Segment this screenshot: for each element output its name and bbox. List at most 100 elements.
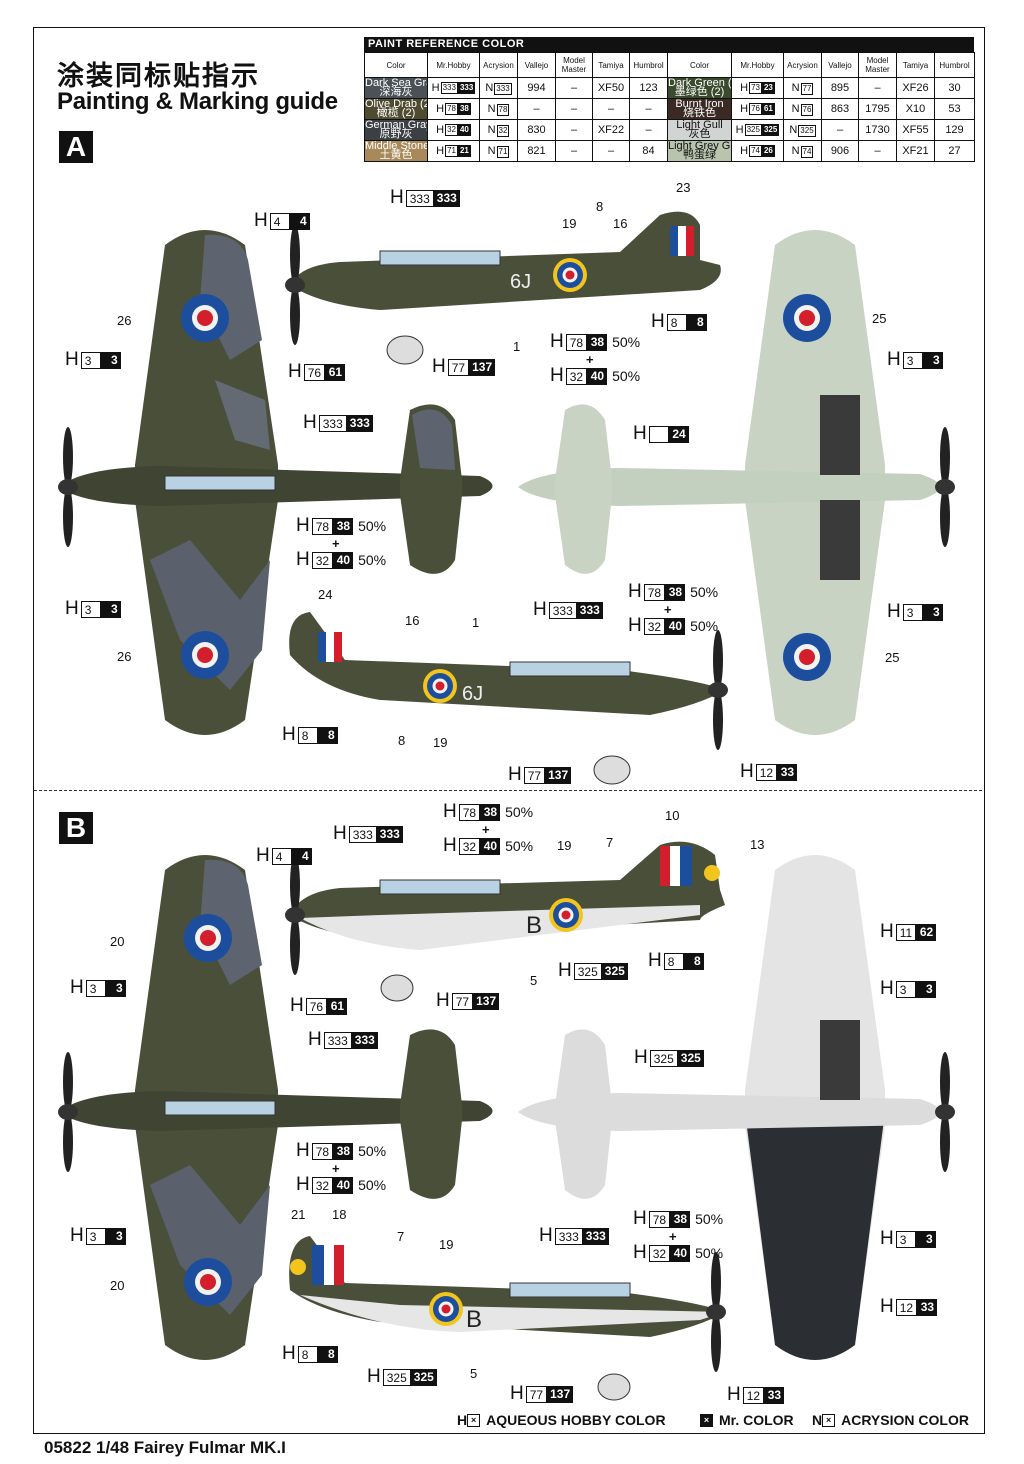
marking-19: 19 <box>557 838 572 853</box>
scheme-a-code-2: 6J <box>462 683 483 705</box>
scheme-b-code-1: B <box>526 912 542 939</box>
col-acrysion: Acrysion <box>783 52 822 78</box>
scheme-a-code-1: 6J <box>510 271 531 293</box>
marking-20: 20 <box>110 934 125 949</box>
col-vallejo: Vallejo <box>517 52 556 78</box>
mix-plus: + <box>482 822 490 837</box>
marking-5: 5 <box>470 1366 478 1381</box>
legend-aqueous: H× AQUEOUS HOBBY COLOR <box>457 1412 666 1428</box>
marking-1: 1 <box>513 339 521 354</box>
marking-8: 8 <box>596 199 604 214</box>
marking-16: 16 <box>405 613 420 628</box>
marking-20: 20 <box>110 1278 125 1293</box>
marking-7: 7 <box>606 835 614 850</box>
marking-25: 25 <box>872 311 887 326</box>
legend-mr-color: × Mr. COLOR <box>700 1412 794 1428</box>
mix-plus: + <box>669 1229 677 1244</box>
marking-5: 5 <box>530 973 538 988</box>
legend-acrysion: N× ACRYSION COLOR <box>812 1412 969 1428</box>
marking-16: 16 <box>613 216 628 231</box>
col-model-master: Model Master <box>555 52 593 78</box>
marking-26: 26 <box>117 313 132 328</box>
color-swatch: Light Grey Green鸭蛋绿 <box>667 140 732 162</box>
marking-19: 19 <box>433 735 448 750</box>
legend-n-prefix: N <box>812 1412 823 1428</box>
col-mrhobby: Mr.Hobby <box>427 52 480 78</box>
title-chinese: 涂装同标贴指示 <box>57 61 260 92</box>
scheme-a-side-view-1: 6J <box>285 211 721 365</box>
scheme-b-bottom-view <box>518 855 955 1360</box>
legend-aqueous-label: AQUEOUS HOBBY COLOR <box>486 1412 666 1428</box>
legend-h-prefix: H <box>457 1412 468 1428</box>
page-frame <box>33 27 985 1434</box>
marking-1: 1 <box>472 615 480 630</box>
paint-table-header-row: Color Mr.Hobby Acrysion Vallejo Model Ma… <box>364 52 975 78</box>
scheme-a-badge: A <box>59 131 93 163</box>
marking-25: 25 <box>885 650 900 665</box>
legend-box-icon: × <box>822 1413 836 1427</box>
marking-18: 18 <box>332 1207 347 1222</box>
marking-26: 26 <box>117 649 132 664</box>
scheme-separator <box>34 790 982 791</box>
title-english: Painting & Marking guide <box>57 88 338 115</box>
col-humbrol: Humbrol <box>934 52 975 78</box>
kit-footer: 05822 1/48 Fairey Fulmar MK.I <box>44 1438 286 1457</box>
mix-plus: + <box>332 536 340 551</box>
col-mrhobby: Mr.Hobby <box>731 52 784 78</box>
marking-7: 7 <box>397 1229 405 1244</box>
scheme-a-bottom-view <box>518 230 955 735</box>
col-color: Color <box>667 52 732 78</box>
paint-reference-table: PAINT REFERENCE COLOR Color Mr.Hobby Acr… <box>364 37 975 162</box>
marking-19: 19 <box>562 216 577 231</box>
scheme-b-side-view-1: B <box>285 841 725 1002</box>
scheme-b-code-2: B <box>466 1306 482 1333</box>
scheme-a-side-view-2: 6J <box>289 612 728 785</box>
marking-8: 8 <box>398 733 406 748</box>
paint-row: Dark Sea Gray深海灰H333333N333994–XF50123Da… <box>364 77 975 99</box>
marking-24: 24 <box>318 587 333 602</box>
